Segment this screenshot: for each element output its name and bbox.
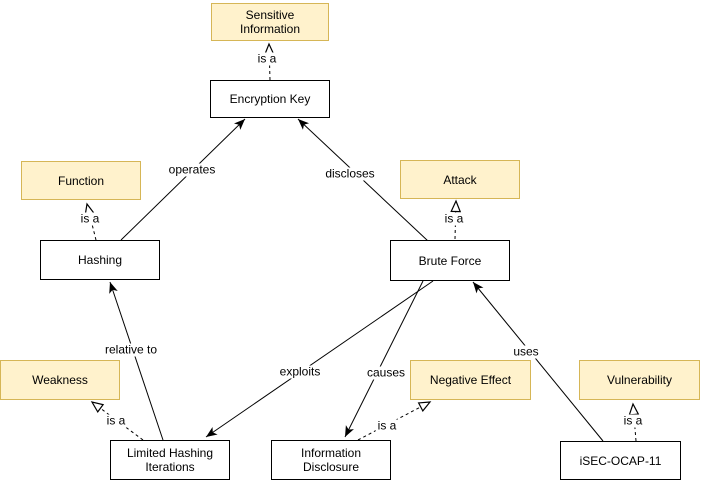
edge-causes[interactable]	[344, 280, 424, 438]
node-encryption-key[interactable]: Encryption Key	[210, 80, 330, 118]
node-limited-hashing-iterations-label: Limited Hashing Iterations	[126, 446, 214, 474]
edge-label-relative-to: relative to	[102, 342, 160, 357]
edge-exploits[interactable]	[205, 280, 434, 438]
node-attack[interactable]: Attack	[400, 160, 520, 199]
node-isec-ocap-11[interactable]: iSEC-OCAP-11	[560, 441, 681, 480]
edge-label-isa-function: is a	[78, 211, 102, 226]
node-information-disclosure-label: Information Disclosure	[300, 446, 362, 474]
node-function[interactable]: Function	[21, 161, 141, 200]
edge-label-isa-vulnerability: is a	[621, 413, 645, 428]
node-attack-label: Attack	[443, 172, 477, 187]
node-hashing[interactable]: Hashing	[40, 240, 160, 280]
edge-label-isa-attack: is a	[442, 211, 466, 226]
edge-uses[interactable]	[472, 281, 604, 442]
node-encryption-key-label: Encryption Key	[229, 92, 311, 106]
node-vulnerability[interactable]: Vulnerability	[579, 360, 700, 400]
edge-operates[interactable]	[120, 118, 246, 241]
node-brute-force-label: Brute Force	[418, 253, 482, 268]
node-isec-ocap-11-label: iSEC-OCAP-11	[579, 453, 662, 468]
node-hashing-label: Hashing	[77, 253, 123, 267]
node-function-label: Function	[57, 173, 105, 188]
node-limited-hashing-iterations[interactable]: Limited Hashing Iterations	[110, 440, 230, 480]
edge-label-isa-negative-effect: is a	[375, 418, 399, 433]
node-sensitive-information[interactable]: Sensitive Information	[211, 3, 329, 41]
edge-isa-information-disclosure-negative-effect[interactable]	[357, 401, 432, 441]
node-negative-effect[interactable]: Negative Effect	[410, 360, 531, 400]
node-information-disclosure[interactable]: Information Disclosure	[271, 440, 391, 480]
node-vulnerability-label: Vulnerability	[607, 373, 672, 387]
node-weakness[interactable]: Weakness	[0, 360, 120, 400]
node-brute-force[interactable]: Brute Force	[390, 240, 510, 281]
edge-label-uses: uses	[511, 344, 541, 359]
edge-label-exploits: exploits	[277, 364, 323, 379]
node-sensitive-information-label: Sensitive Information	[239, 8, 301, 36]
edge-label-causes: causes	[364, 365, 408, 380]
edge-label-operates: operates	[166, 162, 218, 177]
edge-label-isa-sensitive-information: is a	[255, 51, 279, 66]
edge-label-isa-weakness: is a	[104, 413, 128, 428]
edge-label-discloses: discloses	[323, 166, 377, 181]
node-weakness-label: Weakness	[32, 373, 88, 387]
node-negative-effect-label: Negative Effect	[429, 373, 512, 387]
edge-relative-to[interactable]	[109, 281, 164, 441]
